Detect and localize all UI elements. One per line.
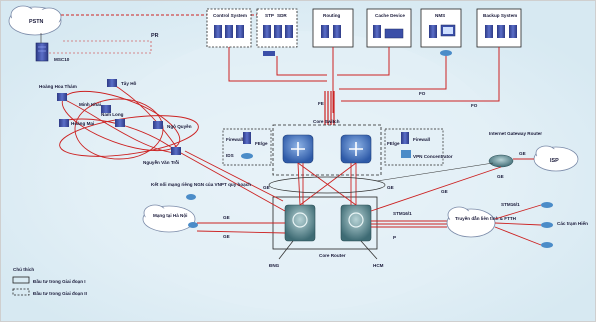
customer-links [494, 204, 542, 246]
nms-switch [440, 50, 452, 56]
stm-label: STM16/1 [393, 211, 412, 216]
left-security-block: Firewall IDS FE/ge [222, 128, 272, 166]
ring-node-6: Nguyễn Văn Trỗi [143, 147, 181, 165]
hcm-label: HCM [373, 263, 384, 268]
ge-down-label-2: GE [223, 234, 230, 239]
msc-dashed-link [49, 40, 152, 54]
remote-note-label: Kết nối mạng riêng NGN của VNPT quy hoạc… [151, 181, 251, 187]
core-bus [324, 91, 335, 125]
core-router-label: Core Router [319, 253, 346, 258]
fe-left-label: FE/ge [255, 141, 268, 146]
ring-node-5: Ngô Quyền [153, 121, 192, 129]
isp-label: ISP [550, 158, 559, 164]
stp-switch [263, 51, 275, 56]
msc-server: MSC10 [35, 42, 70, 62]
customer-sites-label: Các trạm Hiển [557, 220, 588, 226]
right-security-block: Firewall VPN Concentrator FE/ge [384, 128, 453, 166]
ge-gateway-label: GE [441, 189, 448, 194]
nms-label: NMS [435, 13, 445, 18]
legend: Chú thích Đầu tư trong Giai đoạn I Đầu t… [12, 267, 87, 296]
pstn-cloud: PSTN [8, 5, 62, 36]
ring-node-1: Hoàng Hoa Thám [39, 84, 77, 101]
core-router-2 [340, 204, 372, 242]
ring-node-4: Hoàng Mai [59, 119, 94, 127]
legend-solid-swatch [12, 276, 30, 284]
ge-right-label: GE [387, 185, 394, 190]
ge-down-label-1: GE [223, 215, 230, 220]
ring-node-7-label: Nam Long [101, 112, 124, 117]
ge-isp-link-label: GE [519, 151, 526, 156]
customer-site-icons [541, 202, 553, 248]
remote-note: Kết nối mạng riêng NGN của VNPT quy hoạc… [151, 181, 251, 200]
sdr-label: SDR [277, 13, 287, 18]
router-gateway-link [370, 166, 502, 212]
internet-router-label: Internet Gateway Router [489, 131, 542, 136]
cache-device: Cache Device [366, 8, 412, 48]
core-router-block: Core Router [272, 196, 378, 258]
ge-left-label: GE [263, 185, 270, 190]
ring-node-1-label: Hoàng Hoa Thám [39, 84, 77, 89]
ring-node-2-label: Tây Hồ [121, 81, 137, 86]
switch-router-links [297, 162, 357, 206]
legend-solid-label: Đầu tư trong Giai đoạn I [33, 279, 86, 284]
stp-sdr: STP SDR [256, 8, 298, 48]
stm-links [371, 220, 447, 228]
ring-node-6-label: Nguyễn Văn Trỗi [143, 159, 179, 165]
watermark-globe [91, 31, 511, 311]
ge-ring [268, 176, 386, 194]
fo-label-2: FO [471, 103, 478, 108]
vpn-label: VPN Concentrator [413, 154, 453, 159]
pstn-stp-link-label: PR [151, 33, 159, 39]
remote-net-label: Mạng tại Hà Nội [153, 213, 187, 218]
remote-links [196, 222, 286, 234]
routing-label: Routing [323, 13, 341, 18]
access-network-cloud: Truyền dẫn liên tỉnh & FTTH [446, 206, 517, 238]
firewall-left-label: Firewall [226, 137, 243, 142]
fo-label-1: FO [419, 91, 426, 96]
msc-label: MSC10 [54, 57, 70, 62]
stp-label: STP [265, 13, 274, 18]
internet-gateway-router: Internet Gateway Router GE [488, 131, 542, 179]
backbone-arrows [278, 240, 378, 260]
ring-node-2: Tây Hồ [107, 79, 137, 87]
legend-dashed-swatch [12, 288, 30, 296]
ring-node-4-label: Hoàng Mai [71, 121, 94, 126]
ring-node-5-label: Ngô Quyền [167, 124, 192, 129]
backup-system-label: Backup System [483, 13, 517, 18]
isp-cloud: ISP [533, 145, 579, 172]
control-system-label: Control System [213, 13, 247, 18]
backup-system: Backup System [476, 8, 522, 48]
fe-main-label: FE [318, 101, 324, 106]
ring-node-3-label: Minh Khai [79, 102, 101, 107]
firewall-right-label: Firewall [413, 137, 430, 142]
switch-gateway-link [376, 162, 494, 182]
pstn-label: PSTN [29, 19, 43, 25]
remote-network-cloud: Mạng tại Hà Nội [142, 204, 198, 233]
dn-label: ĐNG [269, 263, 280, 268]
ring-node-3: Minh Khai [79, 102, 111, 113]
ring-node-7: Nam Long [101, 112, 125, 127]
core-switch-label: Core Switch [313, 119, 340, 124]
p-link-label: P [393, 235, 396, 240]
cache-device-label: Cache Device [375, 13, 405, 18]
ge-isp-label: GE [497, 174, 504, 179]
routing: Routing [312, 8, 354, 48]
legend-title: Chú thích [13, 267, 34, 272]
core-router-1 [284, 204, 316, 242]
fe-right-label: FE/ge [387, 141, 400, 146]
stm-sites-label: STM16/1 [501, 202, 520, 207]
nms: NMS [420, 8, 462, 48]
core-switch-block: Core Switch [272, 119, 382, 176]
legend-dashed-label: Đầu tư trong Giai đoạn II [33, 291, 87, 296]
top-server-links [228, 47, 500, 113]
diagram-canvas: PSTN MSC10 PR Control System STP SDR Rou… [1, 1, 595, 321]
access-net-label: Truyền dẫn liên tỉnh & FTTH [455, 215, 517, 221]
ids-label: IDS [226, 153, 234, 158]
ring-router-links [180, 150, 286, 212]
control-system: Control System [206, 8, 252, 48]
